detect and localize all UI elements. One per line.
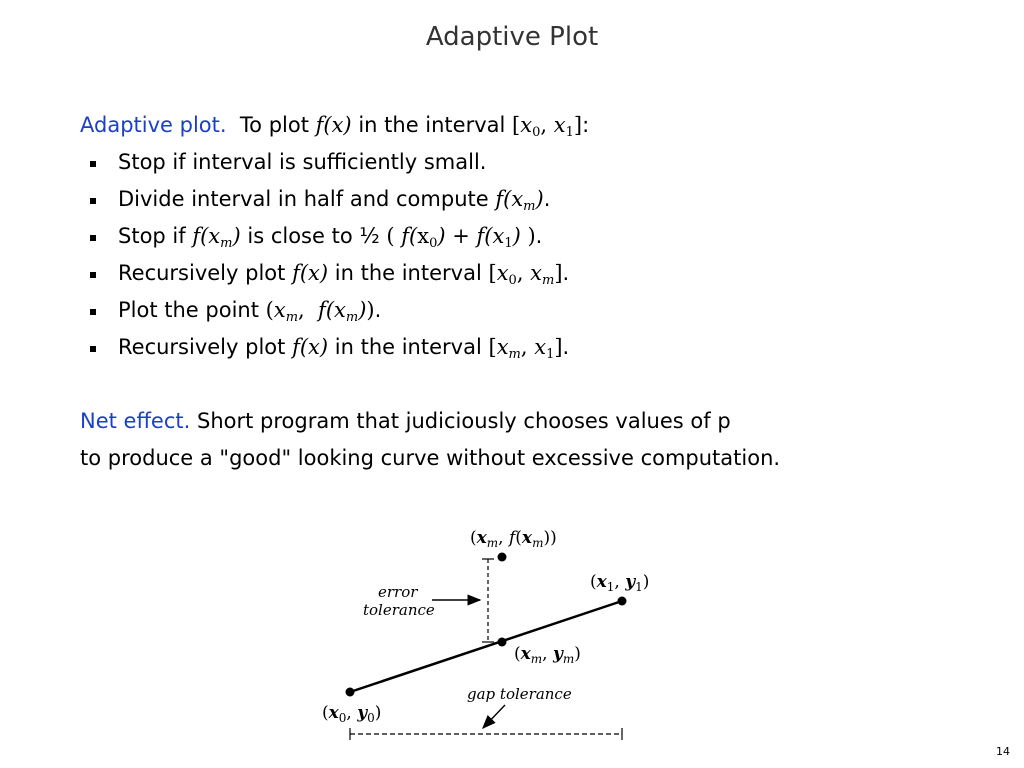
step-tail: .	[543, 187, 551, 211]
step-math: f(xm)	[192, 224, 241, 251]
intro-text-a: To plot	[239, 113, 309, 137]
label-xm-fxm: (xm, f(xm))	[470, 528, 557, 550]
step-tail: .	[374, 298, 382, 322]
step-tail: .	[562, 261, 570, 285]
list-item: Divide interval in half and compute f(xm…	[80, 187, 551, 214]
list-item: Recursively plot f(x) in the interval [x…	[80, 335, 570, 362]
list-item: Plot the point (xm, f(xm)).	[80, 298, 382, 325]
step-text: Recursively plot	[118, 261, 286, 285]
intro-interval: [x0, x1]	[512, 113, 583, 140]
error-tolerance-label-1: error	[378, 583, 418, 601]
point-xmym	[497, 637, 507, 647]
bullet-icon	[90, 235, 96, 241]
bullet-icon	[90, 198, 96, 204]
intro-text-b: in the interval	[358, 113, 506, 137]
step-text: Divide interval in half and compute	[118, 187, 489, 211]
slide-title: Adaptive Plot	[425, 22, 599, 52]
step-tail: .	[535, 224, 543, 248]
secant-line	[349, 599, 623, 694]
step-text: Recursively plot	[118, 335, 286, 359]
gap-tolerance-arrow	[482, 704, 506, 730]
step-text: Plot the point	[118, 298, 259, 322]
step-math: f(x)	[292, 261, 329, 285]
list-item: Stop if interval is sufficiently small.	[80, 150, 486, 174]
net-effect-line-1: Net effect. Short program that judicious…	[80, 409, 731, 433]
net-effect-text-1: Short program that judiciously chooses v…	[197, 409, 731, 433]
error-tolerance-label-2: tolerance	[363, 601, 435, 619]
intro-lead: Adaptive plot.	[80, 113, 227, 137]
label-x0y0: (x0, y0)	[322, 703, 381, 725]
label-x1y1: (x1, y1)	[590, 572, 649, 594]
adaptive-plot-diagram: error tolerance gap tolerance (xm, f(xm)…	[322, 528, 649, 740]
bullet-icon	[90, 272, 96, 278]
point-fxm	[497, 552, 507, 562]
step-text: Stop if interval is sufficiently small.	[118, 150, 487, 174]
point-x1y1	[617, 596, 627, 606]
step-math2: [xm, x1]	[488, 335, 563, 362]
net-effect-line-2: to produce a "good" looking curve withou…	[80, 446, 781, 470]
intro-fx: f(x)	[315, 113, 352, 137]
step-tail: .	[562, 335, 570, 359]
bullet-icon	[90, 309, 96, 315]
step-text: Stop if	[118, 224, 186, 248]
step-math2: ( f(x0) + f(x1) )	[386, 224, 536, 251]
step-text2: is close to ½	[247, 224, 380, 248]
step-math: f(x)	[292, 335, 329, 359]
step-math: (xm, f(xm))	[265, 298, 375, 325]
step-text2: in the interval	[334, 335, 482, 359]
page-number: 14	[996, 745, 1010, 758]
label-xmym: (xm, ym)	[514, 644, 581, 666]
bullet-icon	[90, 161, 96, 167]
point-x0y0	[345, 687, 355, 697]
gap-tolerance-label: gap tolerance	[467, 685, 572, 703]
intro-colon: :	[582, 113, 590, 137]
bullet-icon	[90, 346, 96, 352]
net-effect-lead: Net effect.	[80, 409, 191, 433]
step-math2: [x0, xm]	[488, 261, 563, 288]
list-item: Stop if f(xm) is close to ½ ( f(x0) + f(…	[80, 224, 543, 251]
step-text2: in the interval	[334, 261, 482, 285]
intro-line: Adaptive plot. To plot f(x) in the inter…	[80, 113, 590, 140]
list-item: Recursively plot f(x) in the interval [x…	[80, 261, 570, 288]
step-math: f(xm)	[495, 187, 544, 214]
